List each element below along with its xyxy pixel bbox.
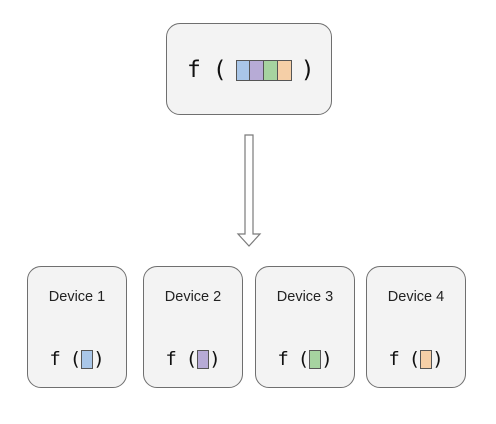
device-box-1: Device 1 f ( ) [27,266,127,388]
open-paren: ( [69,348,82,370]
close-paren: ) [321,348,333,370]
split-arrow-down-icon [236,134,262,247]
open-paren: ( [212,57,227,83]
device-function-call: f ( ) [144,347,242,371]
device-label: Device 4 [387,289,445,305]
device-box-2: Device 2 f ( ) [143,266,243,388]
device-chunk [81,349,94,369]
function-call: f ( ) [187,56,315,84]
device-function-call: f ( ) [367,347,465,371]
device-box-3: Device 3 f ( ) [255,266,355,388]
open-paren: ( [297,348,310,370]
device-label: Device 1 [48,289,106,305]
device-function-call: f ( ) [28,347,126,371]
device-chunk [309,349,322,369]
function-name: f [49,348,61,370]
device-label: Device 2 [164,289,222,305]
open-paren: ( [408,348,421,370]
open-paren: ( [185,348,198,370]
device-chunk [420,349,433,369]
function-name: f [187,57,201,83]
close-paren: ) [300,57,315,83]
device-box-4: Device 4 f ( ) [366,266,466,388]
device-function-call: f ( ) [256,347,354,371]
input-chunk-1 [235,59,250,81]
close-paren: ) [93,348,105,370]
function-name: f [388,348,400,370]
device-chunk [197,349,210,369]
close-paren: ) [432,348,444,370]
input-chunk-3 [263,59,278,81]
input-chunk-2 [249,59,264,81]
input-chunk-4 [277,59,292,81]
close-paren: ) [209,348,221,370]
device-label: Device 3 [276,289,334,305]
function-name: f [165,348,177,370]
input-function-box: f ( ) [166,23,332,115]
function-name: f [277,348,289,370]
